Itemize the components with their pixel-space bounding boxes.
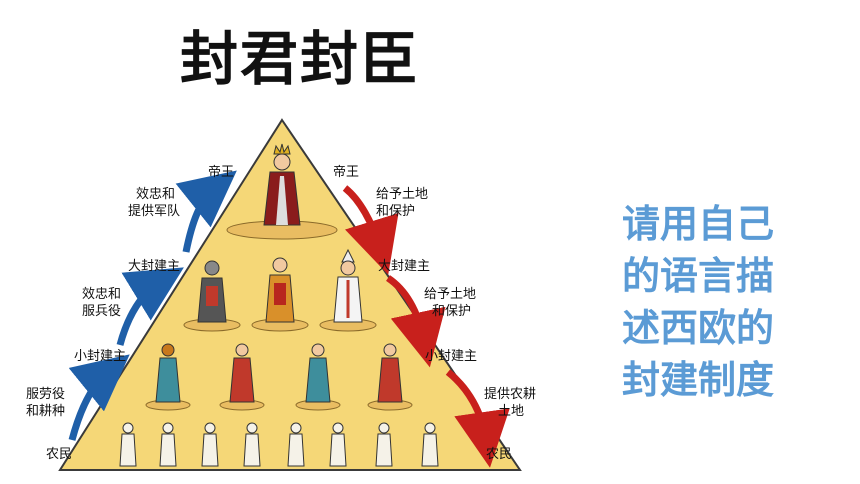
grant-label-to-great-lord: 给予土地 和保护 [376,187,428,219]
discussion-prompt: 请用自己 的语言描 述西欧的 封建制度 [622,198,802,406]
down-arrow-great-lord-to-small-lord [385,275,446,368]
left-label-peasant: 农民 [46,447,72,462]
svg-text:和保护: 和保护 [376,204,415,219]
knight-figures-icon [155,343,403,403]
grant-label-to-small-lord: 给予土地 和保护 [424,287,476,319]
right-label-king: 帝王 [333,164,359,180]
prompt-line-1: 请用自己 [622,202,775,246]
king-figure-icon [263,143,301,226]
left-label-king: 帝王 [208,164,234,180]
svg-text:效忠和: 效忠和 [82,287,121,302]
svg-text:提供军队: 提供军队 [128,203,180,219]
prompt-line-4: 封建制度 [622,358,775,402]
prompt-line-3: 述西欧的 [622,306,775,350]
duty-label-to-great-lord: 效忠和 服兵役 [82,287,121,319]
up-arrow-small-lord-to-great-lord [116,267,184,346]
svg-text:提供农耕: 提供农耕 [484,386,536,402]
down-arrow-king-to-great-lord [342,185,399,275]
grant-label-to-peasant: 提供农耕 土地 [484,386,536,419]
left-label-small-lord: 小封建主 [74,349,126,364]
svg-text:给予土地: 给予土地 [376,187,428,202]
duty-label-to-small-lord: 服劳役 和耕种 [26,386,65,419]
svg-text:效忠和: 效忠和 [136,187,175,202]
svg-text:给予土地: 给予土地 [424,287,476,302]
up-arrow-great-lord-to-king [175,170,237,253]
svg-text:和耕种: 和耕种 [26,403,65,419]
svg-text:服兵役: 服兵役 [82,304,121,319]
right-label-great-lord: 大封建主 [378,259,430,274]
prompt-line-2: 的语言描 [622,254,775,298]
up-arrow-peasant-to-small-lord [68,354,130,441]
svg-text:服劳役: 服劳役 [26,386,65,402]
svg-text:和保护: 和保护 [432,304,471,319]
peasant-figures-icon [119,422,439,467]
great-lord-figures-icon [197,248,363,323]
down-arrow-small-lord-to-peasant [445,369,510,468]
left-label-great-lord: 大封建主 [128,259,180,274]
page-title: 封君封臣 [179,25,420,93]
duty-label-to-king: 效忠和 提供军队 [128,187,180,219]
svg-text:土地: 土地 [498,404,524,419]
right-label-peasant: 农民 [486,447,512,462]
right-label-small-lord: 小封建主 [425,349,477,364]
